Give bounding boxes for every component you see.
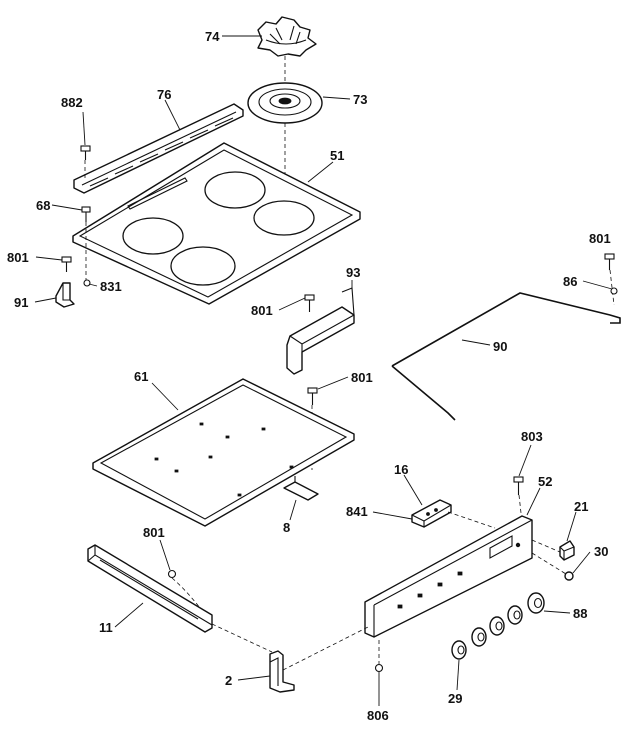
callout-30: 30 <box>594 544 608 559</box>
callout-801-a: 801 <box>7 250 29 265</box>
part-8-bracket <box>283 476 319 501</box>
part-93-bracket <box>286 287 355 375</box>
callout-8: 8 <box>283 520 290 535</box>
callout-2: 2 <box>225 673 232 688</box>
part-29-knob <box>451 640 467 660</box>
callout-882: 882 <box>61 95 83 110</box>
part-91-bracket <box>55 282 75 308</box>
part-11-panel-trim <box>87 544 213 633</box>
callout-76: 76 <box>157 87 171 102</box>
part-2-bracket <box>269 650 295 693</box>
callout-801-d: 801 <box>589 231 611 246</box>
part-90-rod <box>391 292 621 421</box>
callout-806: 806 <box>367 708 389 723</box>
screw-801-right <box>604 253 615 270</box>
part-88-knob <box>527 592 545 614</box>
control-knob <box>507 605 523 625</box>
screw-86 <box>610 287 618 295</box>
callout-90: 90 <box>493 339 507 354</box>
part-74-burner-spreader <box>257 16 317 57</box>
part-61-shield <box>92 378 355 527</box>
screw-801-middle-center <box>307 387 318 405</box>
control-knob <box>489 616 505 636</box>
callout-61: 61 <box>134 369 148 384</box>
callout-93: 93 <box>346 265 360 280</box>
callout-91: 91 <box>14 295 28 310</box>
burner-opening <box>170 246 236 286</box>
callout-labels: 74 73 882 76 51 68 801 831 91 801 93 801… <box>7 29 611 723</box>
screw-803 <box>513 476 524 495</box>
callout-801-b: 801 <box>251 303 273 318</box>
screw-68 <box>81 206 91 222</box>
leader-lines <box>34 35 613 706</box>
callout-73: 73 <box>353 92 367 107</box>
callout-803: 803 <box>521 429 543 444</box>
callout-74: 74 <box>205 29 220 44</box>
callout-801-e: 801 <box>143 525 165 540</box>
burner-opening <box>253 200 315 236</box>
callout-841: 841 <box>346 504 368 519</box>
callout-16: 16 <box>394 462 408 477</box>
screw-801-upper-center <box>304 294 315 312</box>
callout-86: 86 <box>563 274 577 289</box>
screw-831 <box>83 279 91 287</box>
callout-51: 51 <box>330 148 344 163</box>
callout-831: 831 <box>100 279 122 294</box>
callout-68: 68 <box>36 198 50 213</box>
part-30 <box>564 571 574 581</box>
callout-801-c: 801 <box>351 370 373 385</box>
part-73-burner-bowl <box>247 82 323 124</box>
part-21-switch <box>559 540 575 561</box>
callout-21: 21 <box>574 499 588 514</box>
part-16-switch-block <box>411 499 452 528</box>
callout-52: 52 <box>538 474 552 489</box>
callout-11: 11 <box>99 620 113 635</box>
callout-88: 88 <box>573 606 587 621</box>
callout-29: 29 <box>448 691 462 706</box>
screw-882 <box>80 145 91 160</box>
burner-opening <box>204 171 266 209</box>
part-51-cooktop <box>72 142 361 305</box>
screw-806 <box>374 663 384 673</box>
screw-801-left <box>61 256 72 272</box>
part-52-control-panel <box>364 515 533 638</box>
part-76-vent-trim <box>73 103 244 194</box>
burner-opening <box>122 217 184 255</box>
screw-801-lower-left <box>167 569 177 579</box>
control-knob <box>471 627 487 647</box>
